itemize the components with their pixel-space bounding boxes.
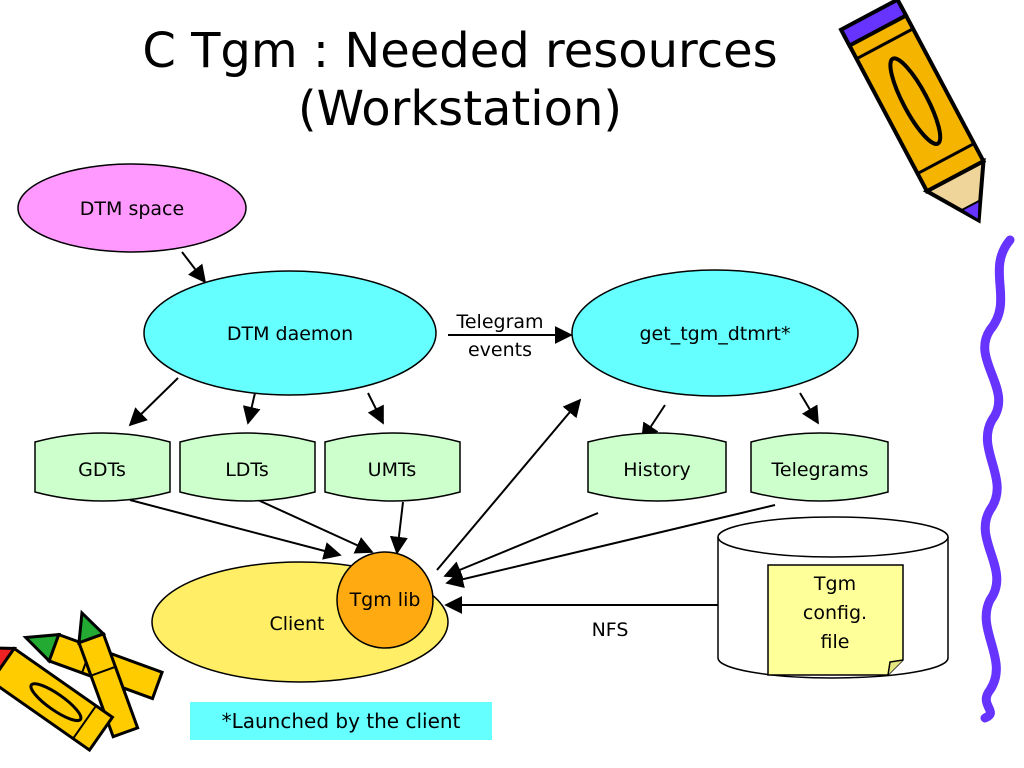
telegrams-label: Telegrams <box>771 459 869 481</box>
get-tgm-node <box>571 269 859 397</box>
arrow-gdts-to-lib <box>129 499 342 560</box>
dtm-space-label: DTM space <box>80 198 184 220</box>
arrow-daemon-to-ldts <box>242 392 261 425</box>
title-line-1: C Tgm : Needed resources <box>142 23 778 79</box>
dtm-space-node <box>17 163 247 253</box>
ldts-label: LDTs <box>225 459 269 481</box>
arrow-client-to-get <box>436 398 582 571</box>
config-file-line-3: file <box>821 631 850 653</box>
tgm-lib-label: Tgm lib <box>349 589 421 611</box>
arrows <box>128 251 819 614</box>
config-file-line-2: config. <box>803 602 867 624</box>
arrow-space-to-daemon <box>181 251 207 284</box>
arrow-daemon-to-gdts <box>128 377 179 427</box>
umts-label: UMTs <box>368 459 417 481</box>
arrow-umts-to-lib <box>389 501 408 555</box>
squiggle-border-icon <box>980 235 1015 723</box>
nfs-label: NFS <box>592 619 629 641</box>
dtm-daemon-node <box>143 270 437 396</box>
arrow-daemon-to-umts <box>367 392 384 425</box>
ldts-node: LDTs <box>179 432 316 502</box>
arrow-history-to-lib <box>443 512 599 579</box>
footnote-text: *Launched by the client <box>221 709 461 733</box>
slide-title: C Tgm : Needed resources (Workstation) <box>0 22 920 138</box>
dtm-daemon-label: DTM daemon <box>227 323 353 345</box>
client-label: Client <box>269 613 324 635</box>
pencil-icon <box>838 0 987 224</box>
footnote-box: *Launched by the client <box>190 702 492 740</box>
config-file-node: Tgm config. file <box>767 564 904 676</box>
telegram-events-label-1: Telegram <box>455 311 543 333</box>
arrow-ldts-to-lib <box>257 499 374 554</box>
history-node: History <box>587 432 727 502</box>
tgm-lib-node <box>336 551 434 649</box>
get-tgm-label: get_tgm_dtmrt* <box>640 323 791 345</box>
gdts-node: GDTs <box>34 432 171 502</box>
umts-node: UMTs <box>324 432 461 502</box>
title-line-2: (Workstation) <box>297 81 623 137</box>
telegrams-node: Telegrams <box>750 432 889 502</box>
config-file-line-1: Tgm <box>813 573 856 595</box>
telegram-events-label-2: events <box>468 339 532 361</box>
arrow-get-to-telegrams <box>799 392 819 425</box>
history-label: History <box>623 459 691 481</box>
arrow-telegrams-to-lib <box>445 504 776 589</box>
gdts-label: GDTs <box>78 459 126 481</box>
crayons-icon <box>0 609 164 753</box>
